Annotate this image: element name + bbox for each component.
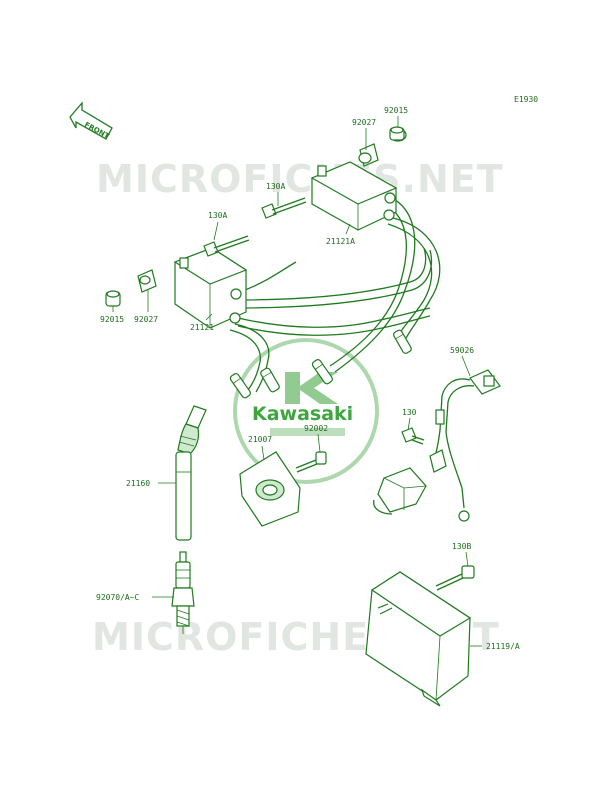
label-130a-upper: 130A: [266, 182, 285, 191]
rotor-21007: [239, 451, 301, 527]
bolt-130b: [435, 565, 475, 591]
front-arrow-icon: FRONT: [69, 101, 113, 140]
ignition-coil-21121: [173, 247, 248, 329]
grommet-92027-top: [358, 143, 379, 167]
label-21121: 21121: [190, 323, 214, 332]
label-21160: 21160: [126, 479, 150, 488]
label-21119: 21119/A: [486, 642, 520, 651]
collar-92015-left: [105, 290, 121, 307]
lead-plug-caps: [229, 329, 412, 399]
plug-cap-21160: [175, 405, 207, 541]
label-92002: 92002: [304, 424, 328, 433]
label-21121a: 21121A: [326, 237, 355, 246]
label-92027-left: 92027: [134, 315, 158, 324]
label-59026: 59026: [450, 346, 474, 355]
ht-leads: [229, 195, 441, 393]
diagram-code: E1930: [514, 95, 538, 104]
label-21007: 21007: [248, 435, 272, 444]
label-92070: 92070/A~C: [96, 593, 140, 602]
bolt-130a-upper: [261, 197, 307, 219]
ignition-coil-21121a: [310, 161, 398, 231]
pickup-coil-59026: [373, 369, 501, 522]
collar-92015-top: [389, 126, 407, 142]
label-92015-left: 92015: [100, 315, 124, 324]
label-130: 130: [402, 408, 417, 417]
label-92015-top: 92015: [384, 106, 408, 115]
bolt-130a-lower: [203, 235, 250, 257]
spark-plug-92070: [171, 551, 195, 634]
leader-lines: [112, 116, 482, 647]
kawasaki-logo: Kawasaki: [233, 338, 379, 484]
grommet-92027-left: [137, 269, 157, 293]
part-labels: 92015 92027 130A 130A 21121A 92015 92027…: [96, 106, 520, 651]
label-130b: 130B: [452, 542, 471, 551]
igniter-21119: [365, 571, 472, 707]
label-130a-lower: 130A: [208, 211, 227, 220]
watermark-top: MICROFICHES.NET: [96, 157, 504, 201]
label-92027-top: 92027: [352, 118, 376, 127]
logo-text: Kawasaki: [252, 403, 353, 425]
bolt-130: [401, 427, 425, 445]
bolt-92002: [295, 451, 327, 473]
